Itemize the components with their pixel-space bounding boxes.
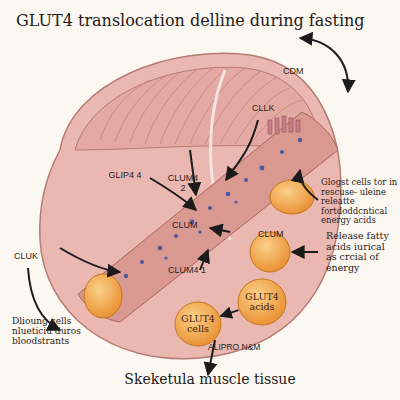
part-label: CLUM4 1 [168,265,216,275]
fat-cell-node: GLUT4 acids [237,278,287,326]
part-label: Dlioung cells nlueticiu duros bloodstran… [12,316,104,346]
node-text: GLUT4 acids [241,292,283,313]
part-label: ALIPRO N&M [208,343,288,353]
cell-shape [238,279,286,325]
part-label: CDM [283,66,323,76]
part-label: CLUM [172,220,212,230]
part-label: CLLK [252,103,292,113]
node-text-stack: GLUT4 acids [241,292,283,313]
part-label: CLUK [14,251,54,261]
part-label: CLUM4 2 [165,173,201,193]
muscle-outline [40,53,341,358]
node-text: GLUT4 cells [178,314,218,335]
part-label: Release fatty acids iurical as crcial of… [326,231,398,274]
part-label: Glogst cells tor in rescuse- uleine rele… [321,178,400,226]
part-label: GLIP4 4 [108,170,142,180]
fat-cell-node: GLUT4 cells [174,301,222,347]
striations [100,68,302,145]
node-text-stack: GLUT4 cells [178,314,218,335]
diagram-caption: Skeketula muscle tissue [110,372,310,388]
vesicle-dots [108,138,302,292]
membrane-band [78,112,338,322]
cell-shape [175,302,221,346]
leader-arrows [28,38,348,375]
receptor-cluster [268,116,300,134]
connector-arrow [221,310,239,316]
diagram-title: GLUT4 translocation delline during fasti… [16,12,386,30]
part-label: CLUM [258,229,298,239]
